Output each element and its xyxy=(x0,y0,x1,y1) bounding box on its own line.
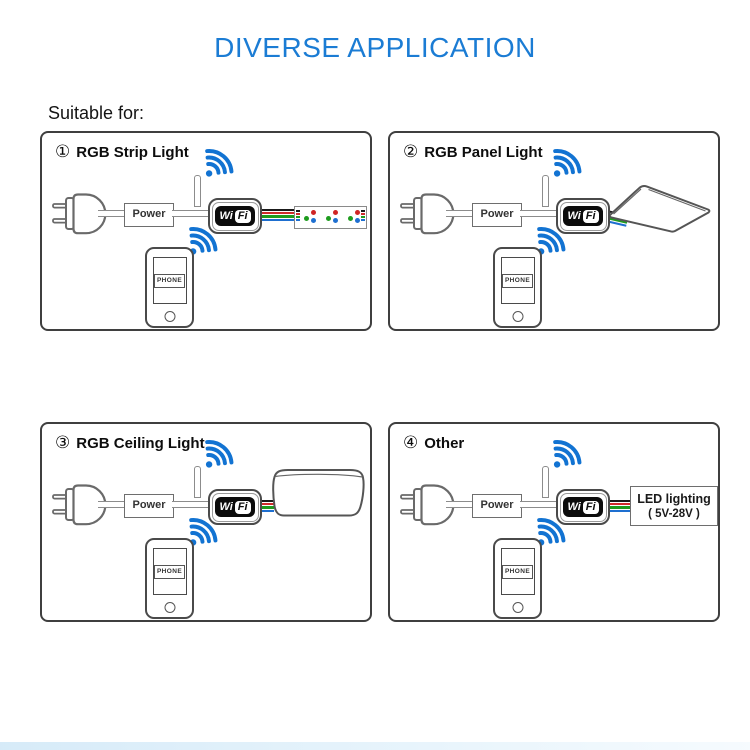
wire xyxy=(446,501,472,508)
strip-solder-pads xyxy=(296,210,300,222)
home-button-icon xyxy=(512,602,523,613)
rgb-wire-bundle xyxy=(606,500,630,513)
power-adapter-box: Power xyxy=(124,203,174,227)
phone: PHONE xyxy=(493,247,542,328)
panel-number: ④ xyxy=(403,433,419,452)
led-group xyxy=(304,210,317,224)
wifi-logo-fi: Fi xyxy=(582,500,599,514)
wifi-logo-fi: Fi xyxy=(234,500,251,514)
wifi-logo-fi: Fi xyxy=(234,209,251,223)
power-adapter-label: Power xyxy=(132,499,166,511)
antenna-icon xyxy=(542,175,549,207)
wire xyxy=(98,501,124,508)
subtitle: Suitable for: xyxy=(48,103,145,123)
phone: PHONE xyxy=(145,247,194,328)
rgb-strip-light xyxy=(294,206,367,229)
phone-screen: PHONE xyxy=(500,548,535,595)
wire xyxy=(520,210,556,217)
panel-number: ② xyxy=(403,142,419,161)
home-button-icon xyxy=(164,311,175,322)
antenna-icon xyxy=(194,466,201,498)
rgb-ceiling-light xyxy=(272,469,365,517)
page-title: DIVERSE APPLICATION xyxy=(214,32,536,63)
panel-label-text: Other xyxy=(424,434,465,452)
wifi-logo-fi: Fi xyxy=(582,209,599,223)
panel-title: ③ RGB Ceiling Light xyxy=(55,433,205,453)
wire xyxy=(172,501,208,508)
panel-label-text: RGB Strip Light xyxy=(76,143,189,161)
phone-label: PHONE xyxy=(154,564,185,579)
panel-label-text: RGB Panel Light xyxy=(424,143,543,161)
phone: PHONE xyxy=(493,538,542,619)
led-group xyxy=(326,210,339,224)
phone-label: PHONE xyxy=(502,564,533,579)
phone-screen: PHONE xyxy=(500,257,535,304)
power-adapter-box: Power xyxy=(472,494,522,518)
antenna-icon xyxy=(194,175,201,207)
led-lighting-label: LED lighting xyxy=(637,491,711,506)
wire xyxy=(98,210,124,217)
wire xyxy=(446,210,472,217)
wire xyxy=(520,501,556,508)
wifi-logo-wi: Wi xyxy=(567,501,581,513)
power-adapter-label: Power xyxy=(132,208,166,220)
strip-solder-pads xyxy=(361,210,365,222)
led-voltage-label: ( 5V-28V ) xyxy=(648,507,700,520)
power-adapter-label: Power xyxy=(480,208,514,220)
rgb-wire-bundle xyxy=(258,209,294,222)
panel-title: ② RGB Panel Light xyxy=(403,142,543,162)
power-adapter-box: Power xyxy=(472,203,522,227)
led-group xyxy=(348,210,361,224)
led-lighting-box: LED lighting ( 5V-28V ) xyxy=(630,486,718,526)
panel-label-text: RGB Ceiling Light xyxy=(76,434,205,452)
wifi-logo-wi: Wi xyxy=(219,210,233,222)
power-adapter-label: Power xyxy=(480,499,514,511)
panel-number: ① xyxy=(55,142,71,161)
home-button-icon xyxy=(164,602,175,613)
rgb-panel-light xyxy=(608,185,711,233)
wifi-logo-wi: Wi xyxy=(567,210,581,222)
panel-title: ④ Other xyxy=(403,433,464,453)
rgb-wire-bundle xyxy=(256,500,274,513)
home-button-icon xyxy=(512,311,523,322)
bottom-accent-bar xyxy=(0,742,750,750)
wifi-logo-wi: Wi xyxy=(219,501,233,513)
power-adapter-box: Power xyxy=(124,494,174,518)
wire xyxy=(172,210,208,217)
phone-label: PHONE xyxy=(502,273,533,288)
phone-label: PHONE xyxy=(154,273,185,288)
phone: PHONE xyxy=(145,538,194,619)
antenna-icon xyxy=(542,466,549,498)
panel-title: ① RGB Strip Light xyxy=(55,142,189,162)
phone-screen: PHONE xyxy=(152,548,187,595)
panel-number: ③ xyxy=(55,433,71,452)
phone-screen: PHONE xyxy=(152,257,187,304)
